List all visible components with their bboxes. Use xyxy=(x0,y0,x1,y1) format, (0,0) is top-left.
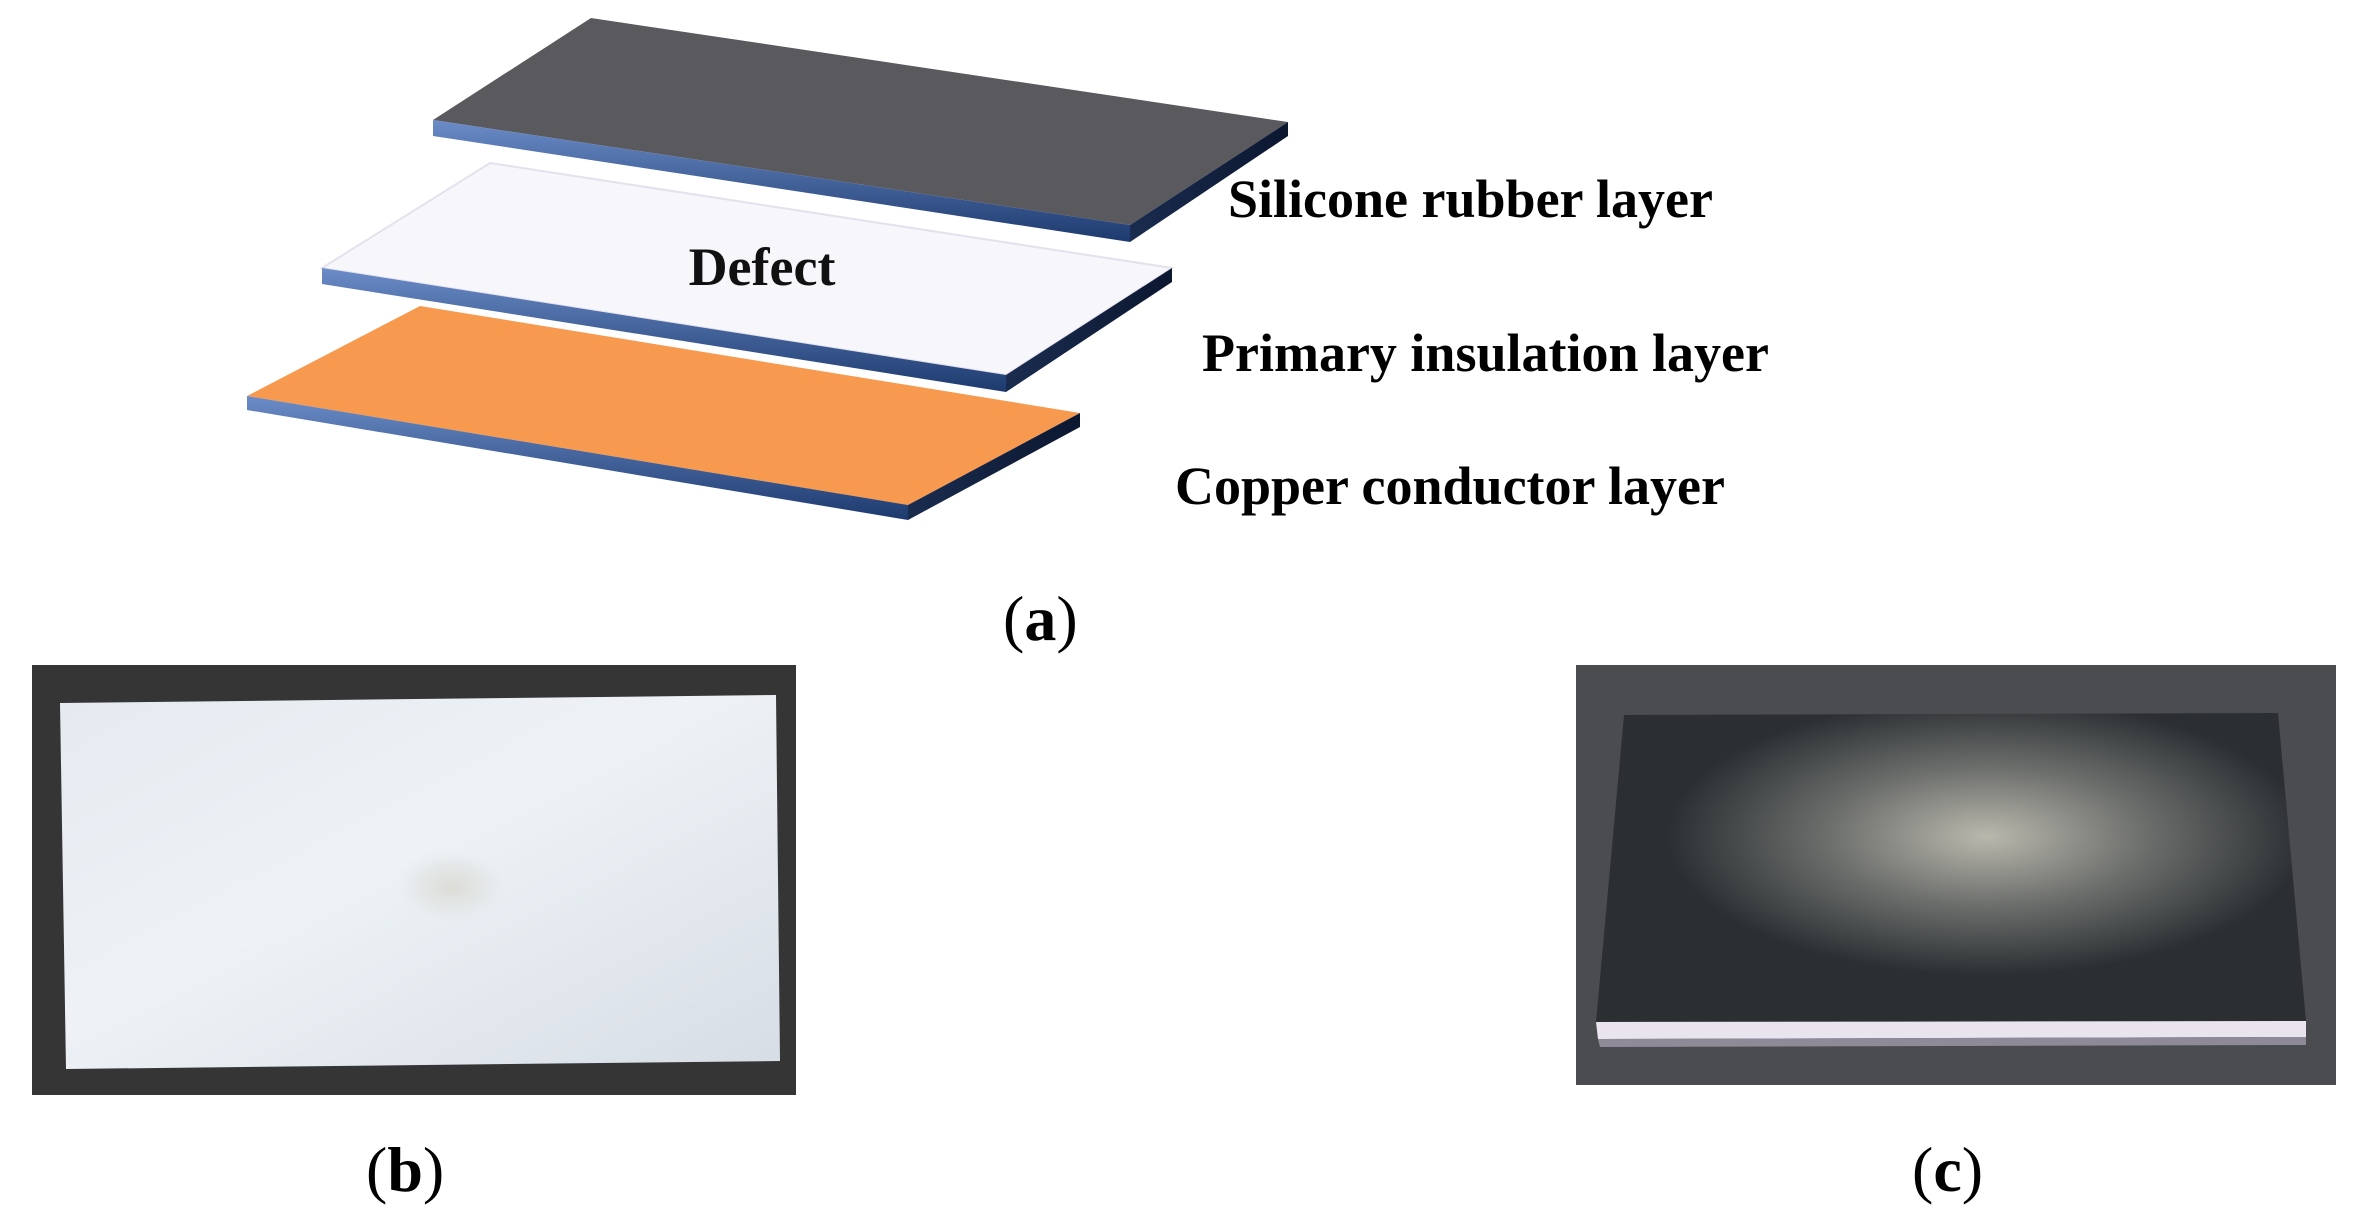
defect-label: Defect xyxy=(689,237,836,297)
layer-stack-diagram: Defect xyxy=(247,18,1288,520)
insulation-sample-photo xyxy=(32,665,796,1095)
copper-conductor-slab xyxy=(247,306,1080,520)
panel-label-a: (a) xyxy=(1003,583,1078,654)
coated-sample-photo xyxy=(1576,665,2336,1085)
copper-conductor-label: Copper conductor layer xyxy=(1175,456,1725,516)
silicone-rubber-label: Silicone rubber layer xyxy=(1228,169,1713,229)
panel-label-b: (b) xyxy=(366,1134,445,1205)
panel-label-c: (c) xyxy=(1912,1134,1984,1205)
primary-insulation-label: Primary insulation layer xyxy=(1202,323,1769,383)
defect-mark xyxy=(394,849,510,925)
silicone-rubber-slab xyxy=(433,18,1288,242)
primary-insulation-slab: Defect xyxy=(319,161,1175,392)
